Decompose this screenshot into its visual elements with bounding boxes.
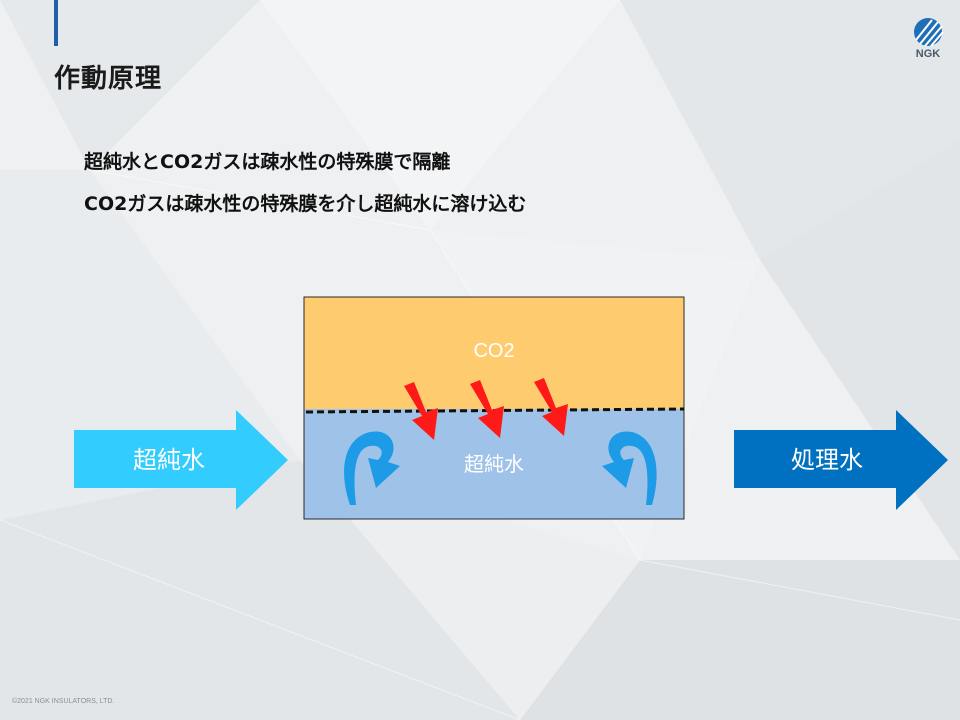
bullet-item: 超純水とCO2ガスは疎水性の特殊膜で隔離: [84, 151, 451, 173]
membrane-diagram: [74, 296, 948, 520]
gas-label: CO2: [473, 340, 515, 362]
title-accent-bar: [54, 0, 58, 46]
diffusion-arrow: [404, 382, 438, 440]
water-label: 超純水: [464, 454, 524, 476]
circulation-arrow-left: [344, 431, 400, 505]
ngk-logo-icon: [914, 18, 944, 47]
diffusion-arrow: [470, 380, 504, 438]
logo-wordmark: NGK: [915, 48, 941, 60]
circulation-arrow-right: [602, 431, 657, 505]
gas-chamber: [304, 297, 684, 409]
outflow-arrow: [734, 410, 948, 510]
bullet-list: 超純水とCO2ガスは疎水性の特殊膜で隔離 CO2ガスは疎水性の特殊膜を介し超純水…: [84, 146, 526, 230]
inflow-label: 超純水: [133, 447, 205, 474]
inflow-arrow: [74, 410, 288, 510]
outflow-label: 処理水: [791, 447, 863, 474]
vessel-outline: [303, 296, 685, 520]
bullet-item: CO2ガスは疎水性の特殊膜を介し超純水に溶け込む: [84, 193, 527, 215]
diffusion-arrow: [534, 378, 568, 436]
copyright-text: ©2021 NGK INSULATORS, LTD.: [12, 698, 115, 705]
slide-title: 作動原理: [54, 64, 163, 94]
